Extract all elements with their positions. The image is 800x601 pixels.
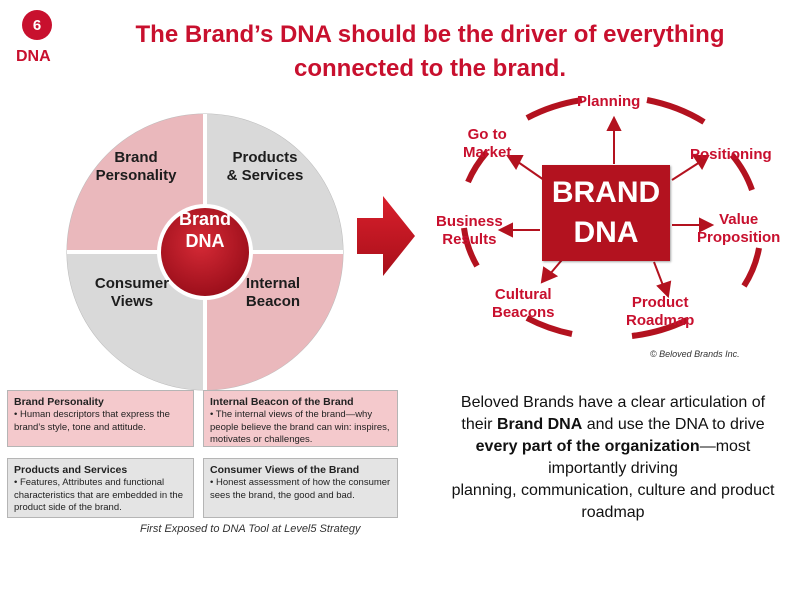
brand-dna-quadrant [65, 112, 345, 392]
quadrant-bottom-left [67, 252, 205, 390]
brand-dna-cycle [461, 97, 762, 339]
badge-label: DNA [16, 48, 51, 65]
cycle-label-positioning: Positioning [690, 146, 772, 163]
info-heading: Consumer Views of the Brand [210, 464, 360, 476]
right-arrow-icon [357, 196, 415, 276]
info-desc: • The internal views of the brand—why pe… [210, 409, 390, 445]
quadrant-bottom-right [205, 252, 343, 390]
cycle-label-planning: Planning [577, 93, 641, 110]
info-heading: Brand Personality [14, 396, 104, 408]
info-desc: • Human descriptors that express the bra… [14, 409, 170, 433]
info-box-brand-personality: Brand Personality • Human descriptors th… [7, 390, 194, 447]
info-desc: • Honest assessment of how the consumer … [210, 477, 391, 501]
info-desc: • Features, Attributes and functional ch… [14, 477, 183, 513]
brand-dna-box-line-2: DNA [573, 216, 639, 249]
info-heading: Internal Beacon of the Brand [210, 396, 354, 408]
brand-dna-box-line-1: BRAND [551, 176, 661, 209]
quad-label-products-services: Products& Services [226, 149, 304, 184]
title-line-1: The Brand’s DNA should be the driver of … [135, 21, 725, 48]
quadrant-top-right [205, 114, 343, 252]
quadrant-graphic [66, 113, 344, 391]
info-box-internal-beacon: Internal Beacon of the Brand • The inter… [203, 390, 398, 447]
credit-text: First Exposed to DNA Tool at Level5 Stra… [140, 523, 361, 535]
brand-dna-box: BRAND DNA [542, 165, 670, 261]
step-number-badge: 6 [22, 10, 52, 40]
info-heading: Products and Services [14, 464, 128, 476]
quadrant-top-left [67, 114, 205, 252]
copyright-text: © Beloved Brands Inc. [650, 349, 740, 359]
title-line-2: connected to the brand. [293, 55, 566, 82]
page-title: The Brand’s DNA should be the driver of … [120, 18, 740, 86]
info-box-products-services: Products and Services • Features, Attrib… [7, 458, 194, 518]
summary-paragraph: Beloved Brands have a clear articulation… [451, 394, 775, 521]
center-circle [161, 208, 249, 296]
info-box-consumer-views: Consumer Views of the Brand • Honest ass… [203, 458, 398, 518]
